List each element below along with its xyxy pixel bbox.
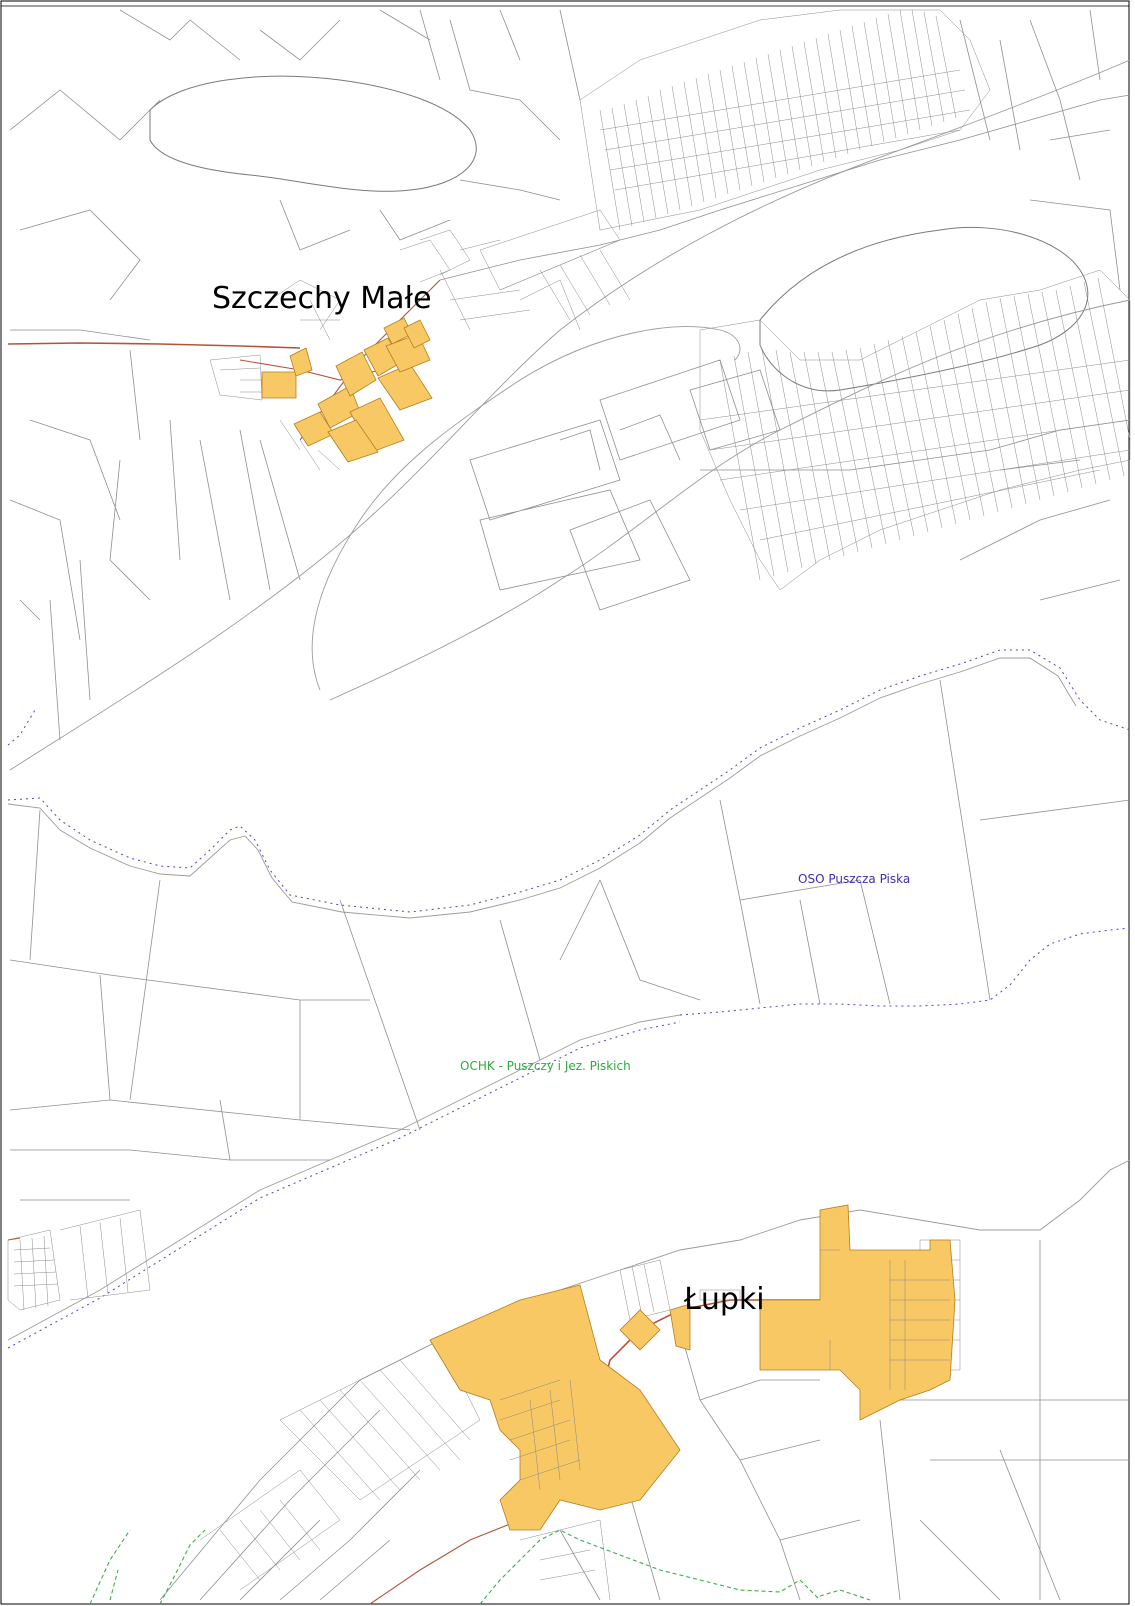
- settlement-parcel-4: [335, 351, 377, 397]
- forest-edge-north: [9, 59, 1131, 771]
- roads-south: [7, 1237, 940, 1605]
- lupki-parcel-west: [429, 1284, 681, 1531]
- label-szczechy-male: Szczechy Małe: [212, 281, 432, 316]
- label-ochk-puszczy: OCHK - Puszczy i Jez. Piskich: [460, 1059, 631, 1073]
- northern-land-outlines: [9, 9, 1131, 771]
- oso-boundary-north: [7, 649, 1131, 913]
- settlement-szczechy-surrounding-parcels: [209, 229, 501, 471]
- lupki-parcel-small-2: [669, 1303, 691, 1351]
- south-strip-parcels: [199, 1339, 481, 1591]
- dense-parcels-north-cross: [599, 69, 971, 191]
- dense-parcels-east: [699, 269, 1131, 591]
- field-lines-center-east: [469, 359, 781, 611]
- dense-parcels-east-cross: [699, 359, 1131, 541]
- lupki-parcel-east: [759, 1204, 956, 1421]
- ochk-boundary-south-west: [89, 1529, 206, 1605]
- settlement-parcel-2: [289, 347, 313, 377]
- field-lines-west: [9, 89, 301, 741]
- south-west-dense-parcels: [7, 1209, 151, 1311]
- field-lines-north-top: [119, 9, 581, 251]
- dense-parcels-north-block-a: [579, 9, 991, 231]
- middle-field-lines: [9, 679, 1131, 1201]
- dense-parcels-east-block: [699, 269, 1131, 591]
- settlement-parcel-1: [261, 371, 297, 399]
- ochk-boundary-south-center: [479, 1529, 871, 1605]
- settlement-lupki: [429, 1204, 956, 1531]
- south-field-lines: [159, 1240, 1130, 1601]
- forest-outline-ne: [759, 226, 1089, 392]
- field-lines-east: [959, 9, 1121, 601]
- forest-edge-north-2: [329, 299, 1131, 701]
- road-west-edge: [7, 1237, 21, 1241]
- settlement-parcel-12: [403, 319, 431, 349]
- oso-edge-north-gray: [7, 657, 1077, 919]
- forest-outline-nw: [149, 75, 477, 192]
- oso-boundary-south-right: [679, 927, 1131, 1016]
- dense-parcels-center-west: [439, 209, 631, 331]
- ochk-band-a: [7, 1014, 681, 1341]
- forest-edge-inner: [311, 326, 741, 691]
- settlement-szczechy-male: [209, 229, 501, 471]
- ochk-band-blue: [7, 1021, 681, 1349]
- oso-protected-boundaries: [7, 649, 1131, 1349]
- road-main-west: [7, 342, 301, 349]
- label-lupki: Łupki: [683, 1282, 765, 1317]
- middle-field-outlines: [9, 679, 1131, 1201]
- ochk-protected-boundaries: [89, 1529, 871, 1605]
- roads-north: [7, 94, 1131, 471]
- lupki-settlement-inner-parcels: [499, 1249, 950, 1491]
- label-oso-puszcza-piska: OSO Puszcza Piska: [798, 872, 910, 886]
- lupki-parcel-small-1: [619, 1309, 661, 1351]
- road-east-gray: [700, 419, 1131, 471]
- settlement-parcel-10: [327, 419, 379, 463]
- dense-parcels-north: [439, 9, 991, 331]
- road-north-gray: [439, 94, 1131, 281]
- dense-parcels-north-stripes: [599, 9, 957, 231]
